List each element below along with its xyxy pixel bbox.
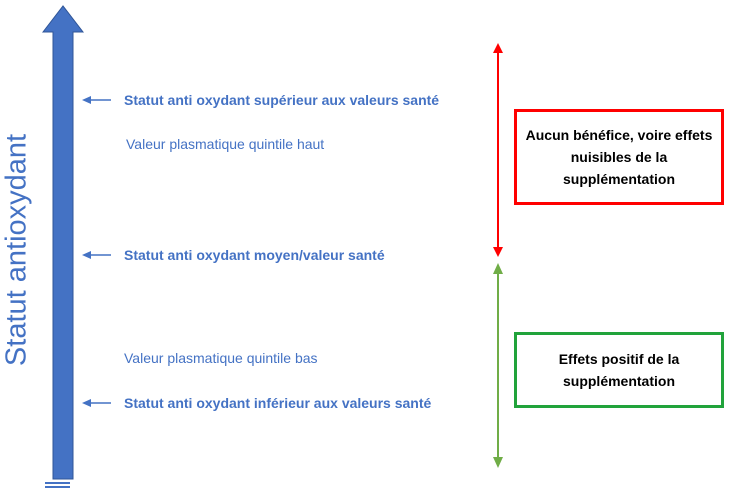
no-benefit-box: Aucun bénéfice, voire effets nuisibles d… bbox=[514, 109, 724, 205]
label-upper-status: Statut anti oxydant supérieur aux valeur… bbox=[124, 92, 440, 108]
red-range-arrow bbox=[493, 43, 503, 257]
label-lower-status: Statut anti oxydant inférieur aux valeur… bbox=[124, 395, 432, 411]
positive-effects-text: Effets positif de la supplémentation bbox=[558, 351, 680, 389]
label-plasma-high: Valeur plasmatique quintile haut bbox=[126, 136, 325, 152]
no-benefit-text: Aucun bénéfice, voire effets nuisibles d… bbox=[525, 127, 713, 187]
label-plasma-low: Valeur plasmatique quintile bas bbox=[124, 350, 318, 366]
green-range-arrow bbox=[493, 263, 503, 468]
positive-effects-box: Effets positif de la supplémentation bbox=[514, 332, 724, 408]
pointer-arrow-lower bbox=[82, 399, 111, 407]
axis-label: Statut antioxydant bbox=[0, 133, 33, 367]
label-mean-status: Statut anti oxydant moyen/valeur santé bbox=[124, 247, 385, 263]
pointer-arrow-mean bbox=[82, 251, 111, 259]
axis-arrow bbox=[41, 5, 85, 488]
pointer-arrow-upper bbox=[82, 96, 111, 104]
